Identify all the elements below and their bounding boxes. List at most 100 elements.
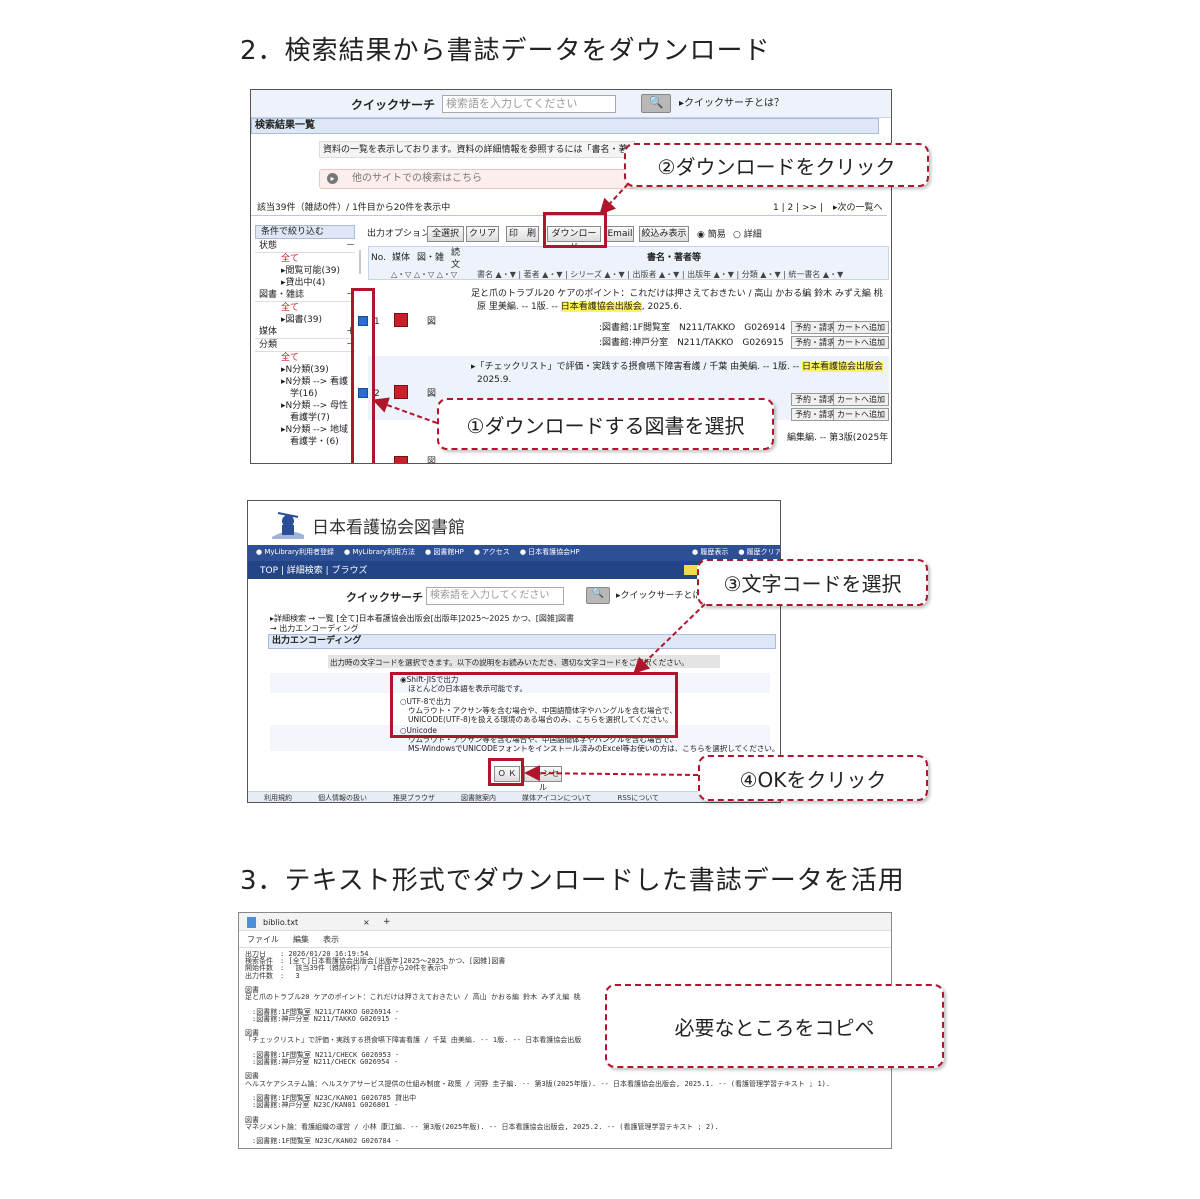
other-sites-link[interactable]: 他のサイトでの検索はこちら	[352, 173, 482, 184]
record1-title[interactable]: 足と爪のトラブル20 ケアのポイント：これだけは押さえておきたい / 高山 かお…	[471, 289, 883, 299]
filter-heading[interactable]: 図書・雑誌－	[255, 289, 355, 302]
filter-heading[interactable]: 状態 －	[255, 240, 355, 253]
filter-item[interactable]: ▸図書(39)	[255, 314, 355, 326]
filter-item[interactable]: 全て	[255, 302, 355, 314]
breadcrumb[interactable]: TOP | 詳細検索 | ブラウズ	[260, 566, 368, 576]
add-cart-button[interactable]: カートへ追加	[833, 321, 889, 334]
text-line: :図書館:1F閲覧室 N23C/KAN01 G026785 貸出中	[245, 1094, 417, 1103]
record2-checkbox[interactable]	[358, 388, 368, 398]
view-simple-radio[interactable]: ◉ 簡易	[697, 230, 726, 240]
filter-item[interactable]: ▸N分類 --> 母性	[255, 400, 355, 412]
filter-heading[interactable]: 媒体 ＋	[255, 326, 355, 339]
nav-right-links: ● 履歴表示 ● 履歴クリア	[692, 547, 781, 557]
view-simple-label: 簡易	[707, 230, 726, 240]
tab-title[interactable]: biblio.txt	[263, 918, 299, 927]
nav-link[interactable]: ● MyLibrary利用者登録	[256, 548, 334, 556]
notepad-menu-item[interactable]: 表示	[323, 935, 339, 944]
nav-link[interactable]: ● 履歴クリア	[738, 548, 781, 556]
toggle-icon[interactable]: ＋	[345, 327, 355, 337]
notepad-titlebar	[239, 913, 891, 931]
record2-date: 2025.9.	[477, 375, 512, 385]
add-cart-button[interactable]: カートへ追加	[833, 336, 889, 349]
text-line: ヘルスケアシステム論：ヘルスケアサービス提供の仕組み制度・政策 / 河野 圭子編…	[245, 1079, 831, 1088]
search-path-2: → 出力エンコーディング	[270, 624, 359, 633]
sort-left[interactable]: △・▽ △・▽ △・▽	[391, 270, 457, 279]
option-row	[270, 725, 770, 751]
nav-link[interactable]: ● MyLibrary利用方法	[344, 548, 415, 556]
record1-holding1: :図書館:1F閲覧室 N211/TAKKO G026914	[599, 323, 786, 333]
select-all-button[interactable]: 全選択	[427, 226, 464, 242]
add-cart-button[interactable]: カートへ追加	[833, 408, 889, 421]
quick-search-help-link[interactable]: ▸クイックサーチとは？	[679, 98, 785, 109]
filter-label: 看護学(7)	[281, 413, 330, 423]
text-line: マネジメント論：看護組織の運営 / 小林 康江編. -- 第3版(2025年版)…	[245, 1122, 719, 1131]
filter-item[interactable]: ▸N分類 --> 看護	[255, 376, 355, 388]
toggle-icon[interactable]: －	[345, 241, 355, 251]
text-line: 「チェックリスト」で評価・実践する摂食嚥下障害看護 / 千葉 由美編. -- 1…	[245, 1036, 582, 1045]
filter-item[interactable]: 看護学(7)	[255, 412, 355, 424]
ok-button[interactable]: Ｏ Ｋ	[494, 766, 520, 782]
callout-copy-paste: 必要なところをコピペ	[605, 984, 944, 1068]
search-input[interactable]: 検索語を入力してください	[426, 587, 564, 605]
search-button[interactable]: 🔍	[641, 94, 671, 113]
filter-item[interactable]: ▸貸出中(4)	[255, 277, 355, 289]
record1-checkbox[interactable]	[358, 316, 368, 326]
add-cart-button[interactable]: カートへ追加	[833, 393, 889, 406]
col-no: No.	[371, 253, 386, 263]
filter-label: ▸貸出中(4)	[281, 278, 326, 288]
print-button[interactable]: 印 刷	[506, 226, 539, 242]
filter-label: 媒体	[259, 327, 278, 337]
text-line: :図書館:1F閲覧室 N211/TAKKO G026914 -	[245, 1007, 400, 1016]
notepad-menu-item[interactable]: ファイル	[247, 935, 279, 944]
filter-label: 分類	[259, 340, 278, 350]
filter-item[interactable]: 全て	[255, 352, 355, 364]
filter-label: ▸N分類 --> 地域	[281, 425, 349, 435]
nav-link[interactable]: ● 履歴表示	[692, 548, 729, 556]
footer-link[interactable]: 推奨ブラウザ	[393, 794, 435, 802]
footer-link[interactable]: 図書館案内	[461, 794, 496, 802]
callout-download: ②ダウンロードをクリック	[624, 143, 929, 187]
footer-link[interactable]: 媒体アイコンについて	[522, 794, 592, 802]
footer-link[interactable]: RSSについて	[617, 794, 659, 802]
filter-heading[interactable]: 分類 －	[255, 339, 355, 352]
toggle-icon[interactable]: －	[345, 290, 355, 300]
option-utf8[interactable]: ○UTF-8で出力ウムラウト・アクサン等を含む場合や、中国語簡体字やハングルを含…	[400, 697, 677, 724]
filter-item[interactable]: ▸N分類 --> 地域	[255, 424, 355, 436]
filter-item[interactable]: ▸閲覧可能(39)	[255, 265, 355, 277]
filter-label: 全て	[281, 254, 300, 264]
record2-title[interactable]: ▸「チェックリスト」で評価・実践する摂食嚥下障害看護 / 千葉 由美編. -- …	[471, 361, 884, 373]
email-button[interactable]: Email	[606, 226, 634, 242]
breadcrumb-bar	[248, 561, 780, 579]
nav-link[interactable]: ● 日本看護協会HP	[519, 548, 580, 556]
toggle-icon[interactable]: －	[345, 340, 355, 350]
filter-item[interactable]: 学(16)	[255, 388, 355, 400]
search-input[interactable]: 検索語を入力してください	[442, 95, 616, 113]
filter-item[interactable]: 看護学・(6)	[255, 436, 355, 448]
new-tab-icon[interactable]: +	[383, 917, 391, 927]
result-count: 該当39件（雑誌0件）/ 1件目から20件を表示中	[257, 203, 451, 213]
nav-link[interactable]: ● アクセス	[473, 548, 510, 556]
clear-button[interactable]: クリア	[466, 226, 499, 242]
pager[interactable]: 1 | 2 | >> |	[773, 203, 823, 213]
filter-item[interactable]: 全て	[255, 253, 355, 265]
notepad-menu-item[interactable]: 編集	[293, 935, 309, 944]
sort-row[interactable]: 書名 ▲・▼ | 著者 ▲・▼ | シリーズ ▲・▼ | 出版者 ▲・▼ | 出…	[477, 270, 844, 279]
quick-search-help-link[interactable]: ▸クイックサーチとは？	[616, 591, 711, 601]
next-page-link[interactable]: ▸次の一覧へ	[833, 203, 883, 213]
search-path[interactable]: ▸詳細検索 → 一覧 [全て]日本看護協会出版会[出版年]2025〜2025 か…	[270, 614, 575, 623]
filter-label: ▸N分類 --> 母性	[281, 401, 349, 411]
footer-bar	[248, 791, 780, 802]
filter-item[interactable]: ▸N分類(39)	[255, 364, 355, 376]
footer-link[interactable]: 個人情報の扱い	[318, 794, 367, 802]
footer-link[interactable]: 利用規約	[264, 794, 292, 802]
view-detail-radio[interactable]: ○ 詳細	[733, 230, 762, 240]
text-line: 出力日 : 2026/01/20 16:19:54	[245, 951, 369, 958]
option-shift-jis[interactable]: ◉Shift-JISで出力ほとんどの日本語を表示可能です。	[400, 675, 527, 693]
search-button[interactable]: 🔍	[586, 587, 610, 604]
nav-link[interactable]: ● 図書館HP	[425, 548, 464, 556]
filter-label: 状態	[259, 241, 278, 251]
filter-display-button[interactable]: 絞込み表示	[639, 226, 689, 242]
tab-close-icon[interactable]: ×	[363, 918, 370, 927]
